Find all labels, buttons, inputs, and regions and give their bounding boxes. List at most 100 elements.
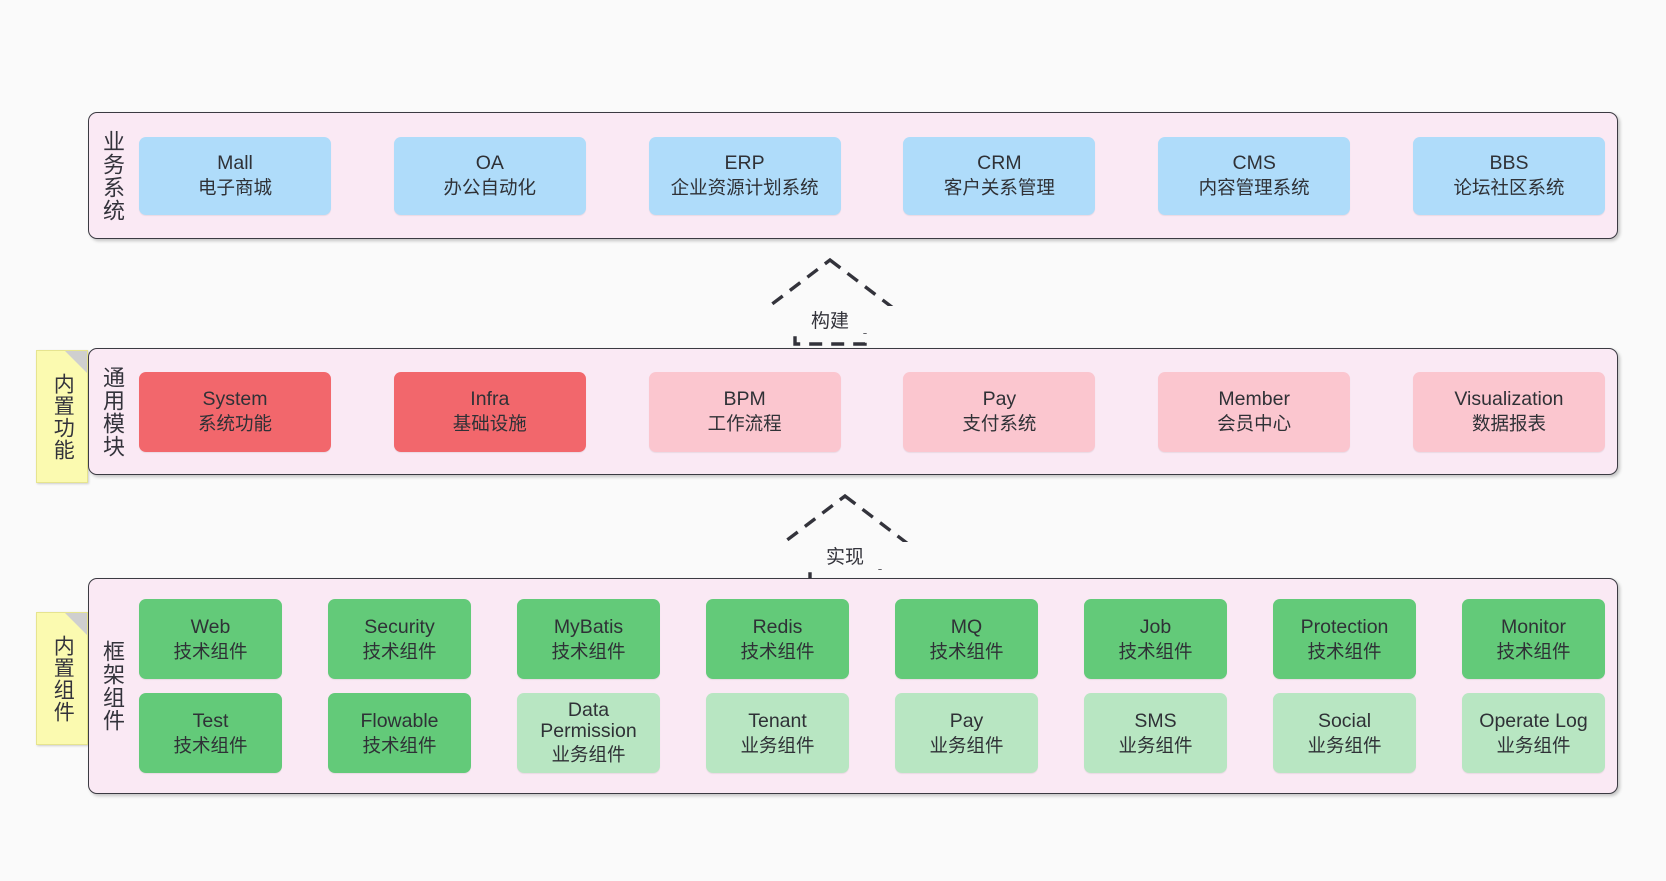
node-title: Mall [217, 152, 253, 175]
node-title: Flowable [360, 709, 439, 732]
node-operate-log[interactable]: Operate Log 业务组件 [1462, 693, 1605, 773]
layer-body-framework-components: Web 技术组件 Security 技术组件 MyBatis 技术组件 Redi… [135, 579, 1617, 793]
node-sms[interactable]: SMS 业务组件 [1084, 693, 1227, 773]
node-data-permission[interactable]: Data Permission 业务组件 [517, 693, 660, 773]
layer-title-common-modules: 通用模块 [99, 365, 125, 458]
node-bbs[interactable]: BBS 论坛社区系统 [1412, 136, 1605, 215]
node-test[interactable]: Test 技术组件 [139, 693, 282, 773]
node-desc: 技术组件 [362, 640, 437, 662]
node-desc: 技术组件 [1118, 640, 1193, 662]
connector-implement: 实现 [768, 492, 922, 584]
node-desc: 基础设施 [452, 413, 527, 435]
node-visualization[interactable]: Visualization 数据报表 [1412, 371, 1605, 452]
connector-build-label: 构建 [755, 306, 905, 333]
node-desc: 技术组件 [362, 734, 437, 756]
node-title: Social [1317, 709, 1372, 732]
node-desc: 数据报表 [1471, 413, 1546, 435]
node-title: MQ [950, 615, 983, 638]
implement-arrow-icon [768, 493, 922, 582]
node-desc: 技术组件 [551, 640, 626, 662]
node-row: System 系统功能 Infra 基础设施 BPM 工作流程 Pay 支付系统… [139, 371, 1605, 452]
node-desc: 技术组件 [173, 640, 248, 662]
node-desc: 客户关系管理 [943, 177, 1055, 199]
node-title: OA [475, 152, 504, 175]
node-bpm[interactable]: BPM 工作流程 [648, 371, 841, 452]
node-row: Mall 电子商城 OA 办公自动化 ERP 企业资源计划系统 CRM 客户关系… [139, 136, 1605, 215]
note-fold-icon [65, 351, 87, 373]
node-title: Redis [752, 615, 803, 638]
node-crm[interactable]: CRM 客户关系管理 [903, 136, 1096, 215]
node-mall[interactable]: Mall 电子商城 [139, 136, 331, 215]
layer-title-framework-components: 框架组件 [99, 640, 125, 732]
node-desc: 业务组件 [551, 743, 626, 765]
node-title: Pay [949, 709, 984, 732]
node-desc: 技术组件 [173, 734, 248, 756]
layer-body-business-systems: Mall 电子商城 OA 办公自动化 ERP 企业资源计划系统 CRM 客户关系… [135, 113, 1617, 238]
node-tenant[interactable]: Tenant 业务组件 [706, 693, 849, 773]
node-desc: 支付系统 [962, 413, 1037, 435]
node-web[interactable]: Web 技术组件 [139, 599, 282, 679]
node-system[interactable]: System 系统功能 [139, 371, 331, 452]
node-title: Job [1139, 615, 1172, 638]
node-pay[interactable]: Pay 支付系统 [903, 371, 1096, 452]
node-desc: 业务组件 [929, 734, 1004, 756]
node-desc: 工作流程 [707, 413, 782, 435]
node-desc: 业务组件 [1118, 734, 1193, 756]
note-label: 内置组件 [51, 634, 75, 723]
layer-body-common-modules: System 系统功能 Infra 基础设施 BPM 工作流程 Pay 支付系统… [135, 349, 1617, 474]
node-title: MyBatis [553, 615, 624, 638]
node-desc: 论坛社区系统 [1453, 177, 1565, 199]
node-oa[interactable]: OA 办公自动化 [393, 136, 586, 215]
node-desc: 技术组件 [1496, 640, 1571, 662]
layer-framework-components: 框架组件 Web 技术组件 Security 技术组件 MyBatis 技术组件… [88, 578, 1618, 794]
node-title: Web [190, 615, 231, 638]
layer-title-business-systems: 业务系统 [99, 129, 125, 222]
node-title: Monitor [1500, 615, 1567, 638]
node-title: Member [1218, 388, 1290, 411]
node-pay-business[interactable]: Pay 业务组件 [895, 693, 1038, 773]
node-erp[interactable]: ERP 企业资源计划系统 [648, 136, 841, 215]
node-title: SMS [1134, 709, 1177, 732]
node-cms[interactable]: CMS 内容管理系统 [1158, 136, 1351, 215]
node-flowable[interactable]: Flowable 技术组件 [328, 693, 471, 773]
node-title: Data Permission [540, 698, 637, 743]
build-arrow-icon [753, 257, 907, 346]
node-desc: 办公自动化 [443, 177, 537, 199]
node-desc: 企业资源计划系统 [670, 177, 819, 199]
layer-common-modules: 通用模块 System 系统功能 Infra 基础设施 BPM 工作流程 Pay… [88, 348, 1618, 475]
node-title: Security [364, 615, 435, 638]
node-title: ERP [724, 152, 765, 175]
note-builtin-features: 内置功能 [36, 350, 88, 483]
node-redis[interactable]: Redis 技术组件 [706, 599, 849, 679]
node-infra[interactable]: Infra 基础设施 [393, 371, 586, 452]
node-desc: 技术组件 [929, 640, 1004, 662]
node-title: Infra [470, 388, 510, 411]
node-social[interactable]: Social 业务组件 [1273, 693, 1416, 773]
node-title: Test [192, 709, 229, 732]
node-desc: 会员中心 [1217, 413, 1292, 435]
node-title: BBS [1489, 152, 1529, 175]
node-title: BPM [723, 388, 766, 411]
note-fold-icon [65, 613, 87, 635]
node-protection[interactable]: Protection 技术组件 [1273, 599, 1416, 679]
connector-implement-label: 实现 [770, 542, 920, 569]
note-builtin-components: 内置组件 [36, 612, 88, 745]
node-title: Protection [1300, 615, 1389, 638]
node-mq[interactable]: MQ 技术组件 [895, 599, 1038, 679]
node-title: Visualization [1454, 388, 1564, 411]
connector-build: 构建 [753, 256, 907, 348]
node-title: CMS [1232, 152, 1276, 175]
node-mybatis[interactable]: MyBatis 技术组件 [517, 599, 660, 679]
node-desc: 技术组件 [1307, 640, 1382, 662]
node-desc: 业务组件 [1307, 734, 1382, 756]
node-desc: 业务组件 [1496, 734, 1571, 756]
node-desc: 技术组件 [740, 640, 815, 662]
node-row: Test 技术组件 Flowable 技术组件 Data Permission … [139, 693, 1605, 773]
node-monitor[interactable]: Monitor 技术组件 [1462, 599, 1605, 679]
node-security[interactable]: Security 技术组件 [328, 599, 471, 679]
node-title: CRM [977, 152, 1022, 175]
layer-business-systems: 业务系统 Mall 电子商城 OA 办公自动化 ERP 企业资源计划系统 CRM… [88, 112, 1618, 239]
node-job[interactable]: Job 技术组件 [1084, 599, 1227, 679]
node-member[interactable]: Member 会员中心 [1158, 371, 1351, 452]
